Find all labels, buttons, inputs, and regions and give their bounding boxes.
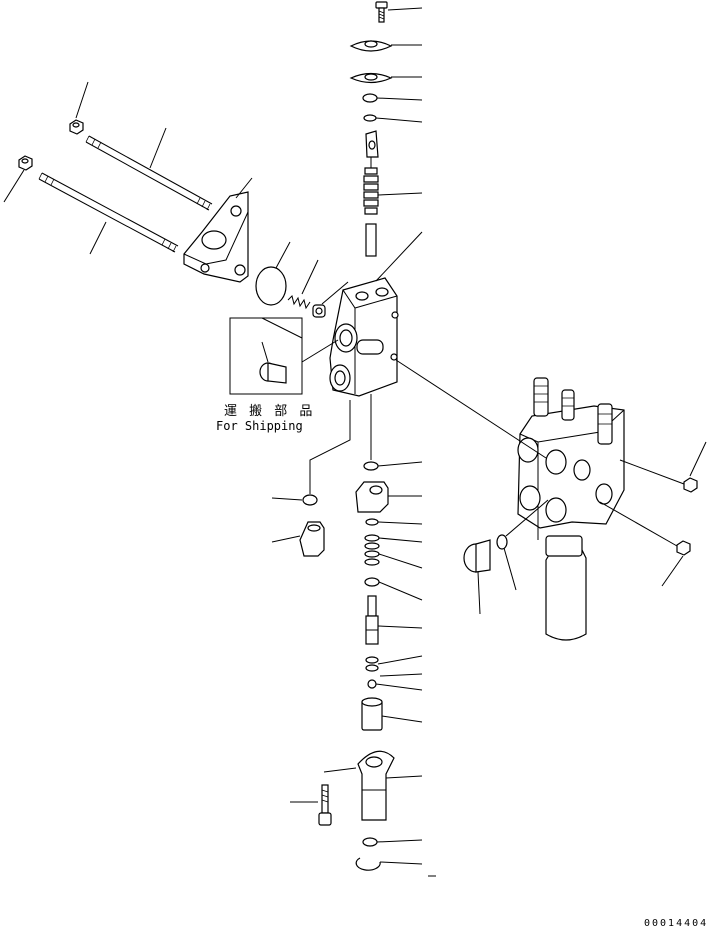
flange-cover (349, 40, 393, 52)
drawing-code: 00014404 (644, 918, 709, 929)
ball-left (302, 494, 318, 506)
cover-o-ring (255, 266, 287, 306)
lower-spring (365, 656, 379, 672)
shipping-label-japanese: 運 搬 部 品 (224, 404, 317, 419)
tie-rod-upper (85, 135, 213, 211)
valve-body (329, 277, 399, 397)
nut-left-upper (69, 119, 84, 135)
gasket (349, 72, 393, 84)
nut-left-lower (18, 155, 33, 171)
plug-right (463, 539, 491, 573)
seal-ring (362, 93, 378, 103)
nut-right-upper (683, 477, 698, 493)
spacer (312, 304, 326, 318)
o-ring-bottom (362, 837, 378, 847)
snap-ring (355, 857, 381, 871)
nut-right-lower (676, 540, 691, 556)
spool-lower (365, 595, 379, 645)
assembled-valve (517, 377, 625, 641)
shipping-label-english: For Shipping (216, 419, 303, 433)
spool-upper (363, 130, 379, 257)
washer (365, 518, 379, 526)
o-ring-lower (363, 461, 379, 471)
shipping-inset (229, 317, 303, 395)
spring-stack (364, 534, 380, 566)
retainer-block (355, 481, 389, 513)
tie-rod-lower (38, 172, 179, 253)
plug-left (299, 521, 325, 557)
check-ball (367, 679, 377, 689)
end-cover (183, 191, 249, 283)
cap-housing (357, 750, 395, 821)
sleeve (361, 697, 383, 731)
top-bolt (375, 1, 388, 23)
plug-right-seal (496, 534, 508, 550)
leader-lines-left (3, 81, 707, 803)
o-ring-small (363, 114, 377, 122)
leader-lines (309, 7, 547, 877)
spring-seat (364, 577, 380, 587)
spring (287, 295, 311, 310)
cap-bolt (318, 784, 332, 826)
